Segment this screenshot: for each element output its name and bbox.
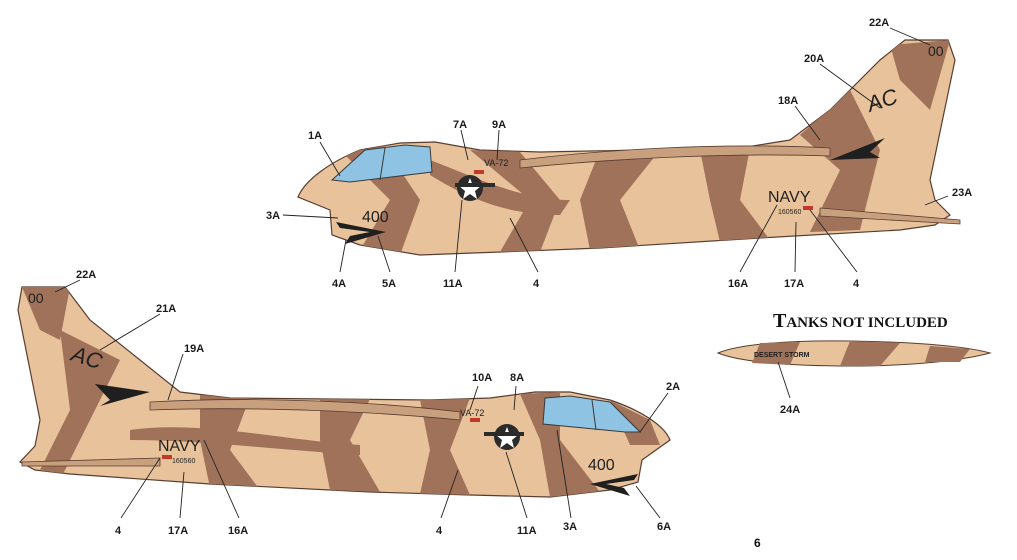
page-number: 6 <box>754 536 761 550</box>
callout-label: 4 <box>853 278 860 290</box>
canopy-top <box>330 144 433 183</box>
callout-labels-top: 1A 3A 4A 5A 7A 9A 11A 4 16A 17A 4 18A 20… <box>266 17 972 290</box>
stabilizer-bottom <box>21 457 161 467</box>
callout-label: 22A <box>869 17 889 29</box>
callout-label: 3A <box>266 210 280 222</box>
warning-decal-top-2 <box>803 206 813 210</box>
service-marking-bottom: NAVY <box>158 438 201 455</box>
callout-label: 8A <box>510 372 524 384</box>
callout-label: 1A <box>308 130 322 142</box>
nose-modex-bottom: 400 <box>588 457 615 474</box>
callout-label: 22A <box>76 269 96 281</box>
star-insignia-bottom <box>494 424 520 450</box>
warning-decal-top <box>474 170 484 174</box>
tank-marking: DESERT STORM <box>754 352 810 359</box>
aircraft-top-view-right: 400 NAVY 160560 VA-72 00 AC <box>297 39 961 256</box>
serial-bottom: 160560 <box>172 458 195 465</box>
callout-label: 4A <box>332 278 346 290</box>
insignia-bar-bottom <box>484 432 524 436</box>
callout-label: 4 <box>436 525 443 537</box>
tank-callout: 24A <box>780 404 800 416</box>
camo-pattern-bottom <box>22 287 660 497</box>
callout-label: 9A <box>492 119 506 131</box>
star-insignia-top <box>457 175 483 201</box>
callout-label: 6A <box>657 521 671 533</box>
callout-label: 5A <box>382 278 396 290</box>
callout-label: 20A <box>804 53 824 65</box>
callout-label: 18A <box>778 95 798 107</box>
wing-bottom <box>149 399 461 421</box>
tail-modex-bottom: 00 <box>28 290 44 306</box>
wing-top <box>519 145 831 169</box>
stabilizer-top <box>819 207 961 225</box>
tail-modex-top: 00 <box>928 43 944 59</box>
drop-tank: DESERT STORM 24A <box>716 340 992 416</box>
callout-labels-bottom: 22A 21A 19A 10A 8A 2A 4 17A 16A 4 11A 3A… <box>76 269 680 537</box>
callout-label: 11A <box>443 278 463 290</box>
tanks-heading: TANKS NOT INCLUDED <box>773 310 948 332</box>
squadron-bottom: VA-72 <box>460 408 484 418</box>
squadron-top: VA-72 <box>484 158 508 168</box>
callout-label: 19A <box>184 343 204 355</box>
callouts-bottom <box>54 279 669 519</box>
callout-label: 4 <box>533 278 540 290</box>
insignia-bar-top <box>455 183 495 187</box>
nose-chevron-bottom <box>590 474 638 496</box>
warning-decal-bottom-2 <box>470 418 480 422</box>
tail-chevron-bottom <box>95 384 150 406</box>
callout-label: 16A <box>228 525 248 537</box>
nose-modex-top: 400 <box>362 209 389 226</box>
callout-label: 21A <box>156 303 176 315</box>
callout-label: 3A <box>563 521 577 533</box>
callouts-top <box>282 27 949 273</box>
callout-label: 10A <box>472 372 492 384</box>
serial-top: 160560 <box>778 209 801 216</box>
callout-label: 17A <box>784 278 804 290</box>
tail-chevron-top <box>830 138 885 160</box>
callout-label: 17A <box>168 525 188 537</box>
aircraft-bottom-view-left: 400 NAVY 160560 VA-72 00 AC <box>17 286 671 498</box>
callout-label: 23A <box>952 187 972 199</box>
warning-decal-bottom <box>162 455 172 459</box>
tanks-heading-rest: ANKS NOT INCLUDED <box>786 315 948 331</box>
tanks-heading-initial: T <box>773 310 787 332</box>
nose-chevron-top <box>336 222 386 244</box>
callout-label: 7A <box>453 119 467 131</box>
service-marking-top: NAVY <box>768 189 811 206</box>
canopy-bottom <box>542 395 642 433</box>
callout-label: 2A <box>666 381 680 393</box>
callout-label: 11A <box>517 525 537 537</box>
camo-pattern-top <box>340 40 950 255</box>
callout-label: 16A <box>728 278 748 290</box>
callout-label: 4 <box>115 525 122 537</box>
